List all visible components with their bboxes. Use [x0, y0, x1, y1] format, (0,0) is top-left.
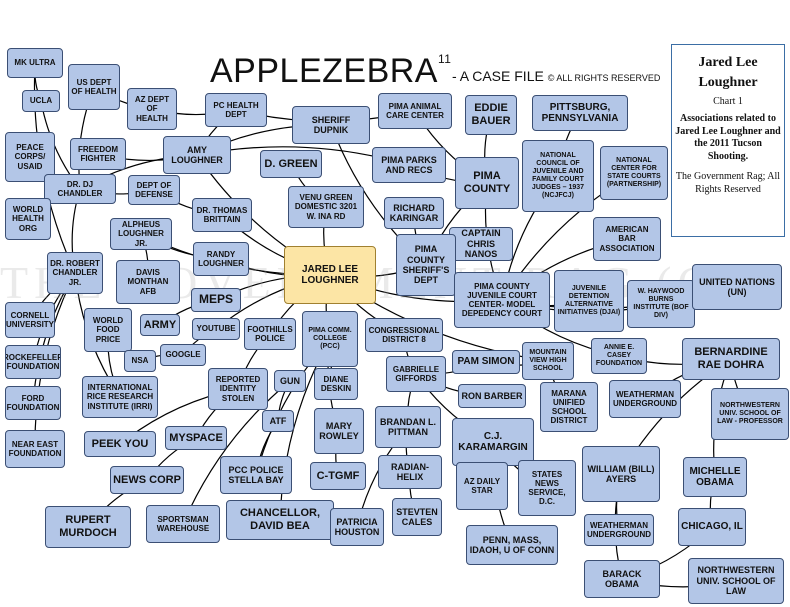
node-pam-simon: PAM SIMON [452, 350, 520, 374]
node-venu-green: VENU GREEN DOMESTIC 3201 W. INA RD [288, 186, 364, 228]
node-pittsburg-pa: PITTSBURG, PENNSYLVANIA [532, 95, 628, 131]
node-google: GOOGLE [160, 344, 206, 366]
node-near-east: NEAR EAST FOUNDATION [5, 430, 65, 468]
node-dr-dj-chandler: DR. DJ CHANDLER [44, 174, 116, 204]
node-pima-sheriff: PIMA COUNTY SHERIFF'S DEPT [396, 234, 456, 296]
node-penn-mass: PENN, MASS, IDAOH, U OF CONN [466, 525, 558, 565]
node-cornell: CORNELL UNIVERSITY [5, 302, 55, 338]
node-gabrielle-giffords: GABRIELLE GIFFORDS [386, 356, 446, 392]
node-mary-rowley: MARY ROWLEY [314, 408, 364, 454]
node-ncjfcj: NATIONAL COUNCIL OF JUVENILE AND FAMILY … [522, 140, 594, 212]
node-meps: MEPS [191, 288, 241, 312]
node-nsa: NSA [124, 350, 156, 372]
node-peek-you: PEEK YOU [84, 431, 156, 457]
legend-chart-number: Chart 1 [713, 96, 743, 108]
node-pcc-police: PCC POLICE STELLA BAY [220, 456, 292, 494]
node-northwestern-professor: NORTHWESTERN UNIV. SCHOOL OF LAW - PROFE… [711, 388, 789, 440]
node-gun: GUN [274, 370, 306, 392]
edge-gun-sportsman-warehouse [182, 380, 291, 525]
node-randy-loughner: RANDY LOUGHNER [193, 242, 249, 276]
node-american-bar: AMERICAN BAR ASSOCIATION [593, 217, 661, 261]
node-pima-parks: PIMA PARKS AND RECS [372, 147, 446, 183]
node-pima-animal-care: PIMA ANIMAL CARE CENTER [378, 93, 452, 129]
node-pima-college: PIMA COMM. COLLEGE (PCC) [302, 311, 358, 367]
node-myspace: MYSPACE [165, 426, 227, 450]
node-diane-deskin: DIANE DESKIN [314, 368, 358, 400]
node-news-corp: NEWS CORP [110, 466, 184, 494]
node-haywood-burns: W. HAYWOOD BURNS INSTITUTE (BOF DIV) [627, 280, 695, 328]
node-annie-casey: ANNIE E. CASEY FOUNDATION [591, 338, 647, 374]
node-youtube: YOUTUBE [192, 318, 240, 340]
node-chicago-il: CHICAGO, IL [678, 508, 746, 546]
node-atf: ATF [262, 410, 294, 432]
node-ncsc: NATIONAL CENTER FOR STATE COURTS (PARTNE… [600, 146, 668, 200]
node-d-green: D. GREEN [260, 150, 322, 178]
node-mk-ultra: MK ULTRA [7, 48, 63, 78]
node-davis-monthan: DAVIS MONTHAN AFB [116, 260, 180, 304]
node-dept-defense: DEPT OF DEFENSE [128, 175, 180, 205]
node-weatherman-underground-2: WEATHERMAN UNDERGROUND [584, 514, 654, 546]
node-ford-foundation: FORD FOUNDATION [5, 386, 61, 420]
node-rockefeller: ROCKEFELLER FOUNDATION [5, 345, 61, 379]
node-pima-juvenile-court: PIMA COUNTY JUVENILE COURT CENTER- MODEL… [454, 272, 550, 328]
node-william-ayers: WILLIAM (BILL) AYERS [582, 446, 660, 502]
node-brandan-pittman: BRANDAN L. PITTMAN [375, 406, 441, 448]
node-cj-karamargin: C.J. KARAMARGIN [452, 418, 534, 466]
node-army: ARMY [140, 314, 180, 336]
node-barack-obama: BARACK OBAMA [584, 560, 660, 598]
node-ron-barber: RON BARBER [458, 384, 526, 408]
node-peace-corps: PEACE CORPS/ USAID [5, 132, 55, 182]
node-alpheus-loughner: ALPHEUS LOUGHNER JR. [110, 218, 172, 250]
node-united-nations: UNITED NATIONS (UN) [692, 264, 782, 310]
node-dr-robert-chandler: DR. ROBERT CHANDLER JR. [47, 252, 103, 294]
node-mountain-view: MOUNTAIN VIEW HIGH SCHOOL [522, 342, 574, 380]
node-eddie-bauer: EDDIE BAUER [465, 95, 517, 135]
chart-legend-box: Jared Lee Loughner Chart 1 Associations … [671, 44, 785, 237]
node-sheriff-dupnik: SHERIFF DUPNIK [292, 106, 370, 144]
node-northwestern-law: NORTHWESTERN UNIV. SCHOOL OF LAW [688, 558, 784, 604]
node-world-health: WORLD HEALTH ORG [5, 198, 51, 240]
node-michelle-obama: MICHELLE OBAMA [683, 457, 747, 497]
node-us-dept-health: US DEPT OF HEALTH [68, 64, 120, 110]
legend-description: Associations related to Jared Lee Loughn… [675, 113, 781, 162]
node-irri: INTERNATIONAL RICE RESEARCH INSTITUTE (I… [82, 376, 158, 418]
node-patricia-houston: PATRICIA HOUSTON [330, 508, 384, 546]
node-congressional-8: CONGRESSIONAL DISTRICT 8 [365, 318, 443, 352]
node-foothills-police: FOOTHILLS POLICE [244, 318, 296, 350]
node-amy-loughner: AMY LOUGHNER [163, 136, 231, 174]
node-az-daily-star: AZ DAILY STAR [456, 462, 508, 510]
node-pima-county: PIMA COUNTY [455, 157, 519, 209]
node-reported-identity: REPORTED IDENTITY STOLEN [208, 368, 268, 410]
page-title: APPLEZEBRA11 [210, 52, 452, 90]
node-ctgmf: C-TGMF [310, 462, 366, 490]
node-steven-cales: STEVTEN CALES [392, 498, 442, 536]
node-dr-thomas-brittain: DR. THOMAS BRITTAIN [192, 198, 252, 232]
node-rupert-murdoch: RUPERT MURDOCH [45, 506, 131, 548]
node-world-food-price: WORLD FOOD PRICE [84, 308, 132, 352]
node-captain-nanos: CAPTAIN CHRIS NANOS [449, 227, 513, 261]
legend-title: Jared Lee Loughner [698, 55, 758, 90]
node-jared-loughner: JARED LEE LOUGHNER [284, 246, 376, 304]
node-marana-unified: MARANA UNIFIED SCHOOL DISTRICT [540, 382, 598, 432]
node-richard-karingar: RICHARD KARINGAR [384, 197, 444, 229]
page-subtitle: - A CASE FILE © ALL RIGHTS RESERVED [452, 68, 661, 84]
node-states-news: STATES NEWS SERVICE, D.C. [518, 460, 576, 516]
node-az-dept-health: AZ DEPT OF HEALTH [127, 88, 177, 130]
node-sportsman-warehouse: SPORTSMAN WAREHOUSE [146, 505, 220, 543]
node-ucla: UCLA [22, 90, 60, 112]
node-jdai: JUVENILE DETENTION ALTERNATIVE INITIATIV… [554, 270, 624, 332]
node-radian-helix: RADIAN-HELIX [378, 455, 442, 489]
node-chancellor-bea: CHANCELLOR, DAVID BEA [226, 500, 334, 540]
node-pc-health-dept: PC HEALTH DEPT [205, 93, 267, 127]
node-weatherman-underground-1: WEATHERMAN UNDERGROUND [609, 380, 681, 418]
node-bernardine-dohrn: BERNARDINE RAE DOHRA [682, 338, 780, 380]
node-freedom-fighter: FREEDOM FIGHTER [70, 138, 126, 170]
legend-rights: The Government Rag; All Rights Reserved [675, 171, 781, 195]
